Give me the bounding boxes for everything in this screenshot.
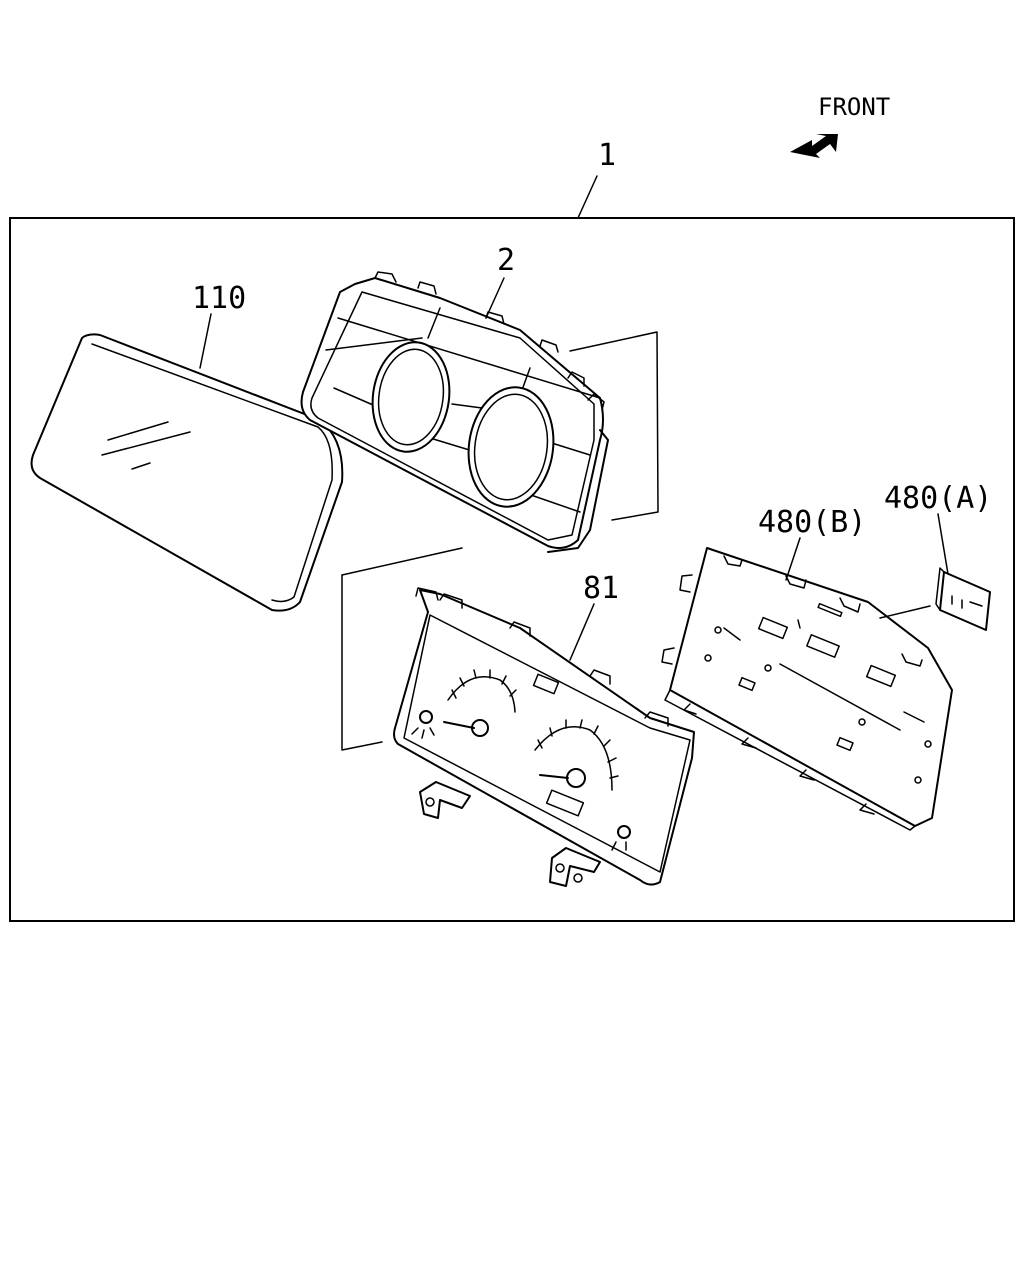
leader-81 xyxy=(569,603,595,661)
front-label: FRONT xyxy=(818,93,890,121)
lens-part xyxy=(30,333,344,612)
arrow-icon xyxy=(790,134,838,158)
leader-480a xyxy=(937,513,949,575)
bracket-case xyxy=(569,331,659,521)
callout-2: 2 xyxy=(497,243,515,278)
leader-480b xyxy=(785,537,801,581)
connector-part xyxy=(935,567,991,631)
callout-480a: 480(A) xyxy=(884,481,992,516)
callout-480b: 480(B) xyxy=(758,505,866,540)
case-part xyxy=(300,271,609,553)
face-plate-part xyxy=(393,587,695,887)
leader-2 xyxy=(485,277,505,319)
callout-1: 1 xyxy=(598,138,616,173)
bracket-link-top xyxy=(341,547,463,576)
leader-1 xyxy=(577,175,598,219)
callout-81: 81 xyxy=(583,571,619,606)
leader-480-link xyxy=(879,605,931,619)
assembly-frame xyxy=(9,217,1015,922)
circuit-board-part xyxy=(661,547,953,831)
callout-110: 110 xyxy=(192,281,246,316)
leader-110 xyxy=(199,313,212,369)
bracket-link xyxy=(341,574,383,751)
